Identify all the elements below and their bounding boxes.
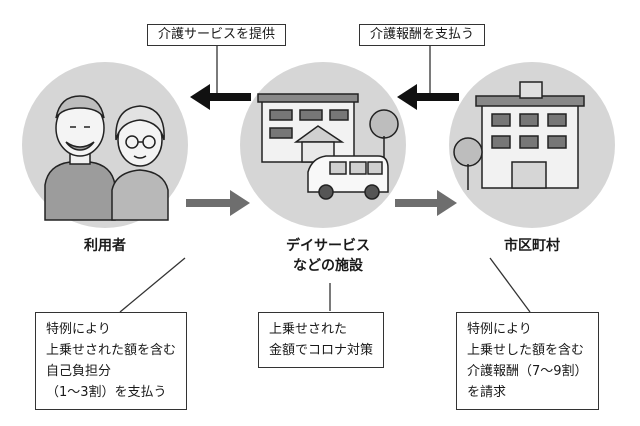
day-service-building-icon (257, 93, 359, 163)
city-label: 市区町村 (504, 238, 560, 254)
van-icon (307, 155, 389, 200)
facility-label-line2: などの施設 (293, 258, 363, 274)
facility-label-line1: デイサービス (286, 238, 370, 254)
provide-service-label: 介護サービスを提供 (147, 24, 287, 46)
left-note-connector (119, 257, 186, 313)
tree-icon (369, 109, 399, 168)
pay-remuneration-label: 介護報酬を支払う (359, 24, 486, 46)
service-arrow-left (190, 84, 251, 110)
note-line: 上乗せされた (269, 322, 348, 337)
note-line: 特例により (46, 322, 111, 337)
note-line: 上乗せした額を含む (467, 343, 585, 358)
claim-arrow-right (395, 190, 457, 216)
note-line: 自己負担分 (46, 364, 112, 379)
tree-icon (453, 137, 483, 190)
note-line: を請求 (467, 385, 507, 400)
facility-label: デイサービス などの施設 (263, 236, 393, 276)
city-claim-note: 特例により 上乗せした額を含む 介護報酬（7〜9割） を請求 (456, 312, 599, 410)
user-payment-note: 特例により 上乗せされた額を含む 自己負担分 （1〜3割）を支払う (35, 312, 188, 410)
note-line: 金額でコロナ対策 (269, 343, 374, 358)
note-line: 介護報酬（7〜9割） (467, 364, 588, 379)
note-line: 上乗せされた額を含む (46, 343, 177, 358)
payment-arrow-left (397, 84, 459, 110)
note-line: 特例により (467, 322, 532, 337)
user-label: 利用者 (84, 238, 126, 254)
note-line: （1〜3割）を支払う (46, 385, 167, 400)
city-hall-icon (475, 81, 585, 189)
right-note-connector (489, 257, 531, 313)
copay-arrow-right (186, 190, 250, 216)
facility-note: 上乗せされた 金額でコロナ対策 (258, 312, 385, 368)
elderly-couple-icon (44, 95, 169, 221)
